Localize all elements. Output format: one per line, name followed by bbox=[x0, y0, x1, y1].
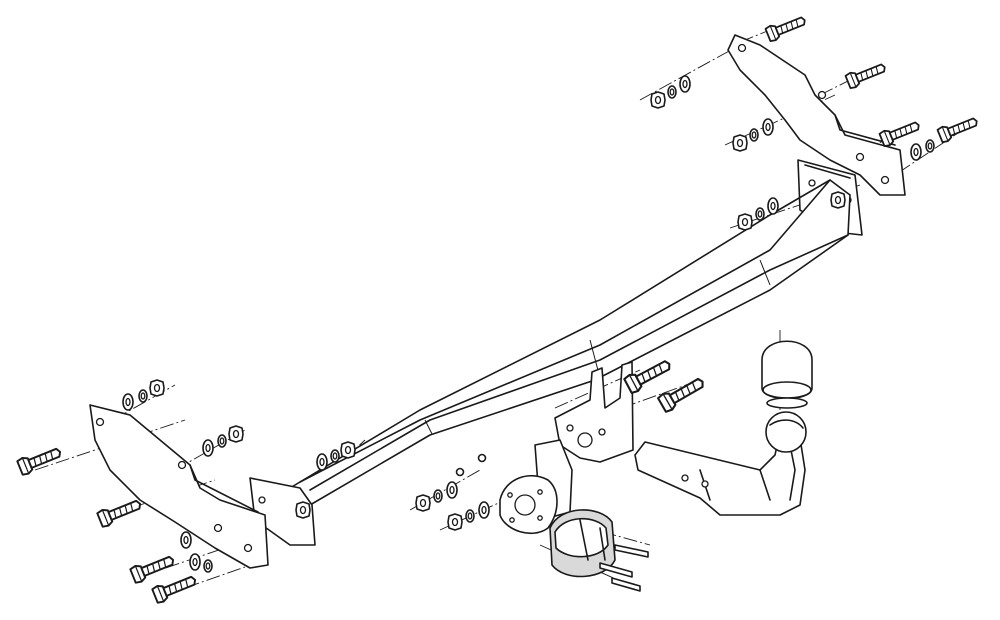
center-neck-bracket bbox=[554, 361, 634, 463]
socket-screws bbox=[599, 544, 649, 592]
beam-end-nuts bbox=[415, 453, 490, 531]
center-bolts bbox=[622, 354, 709, 414]
tow-ball-cover-cap bbox=[761, 340, 813, 409]
socket-mounting-plate bbox=[499, 439, 573, 535]
right-mounting-bracket bbox=[727, 34, 906, 196]
electrical-socket bbox=[549, 509, 616, 578]
tow-ball-neck bbox=[634, 411, 807, 516]
main-cross-beam bbox=[249, 159, 863, 546]
left-mounting-bracket bbox=[89, 404, 269, 569]
